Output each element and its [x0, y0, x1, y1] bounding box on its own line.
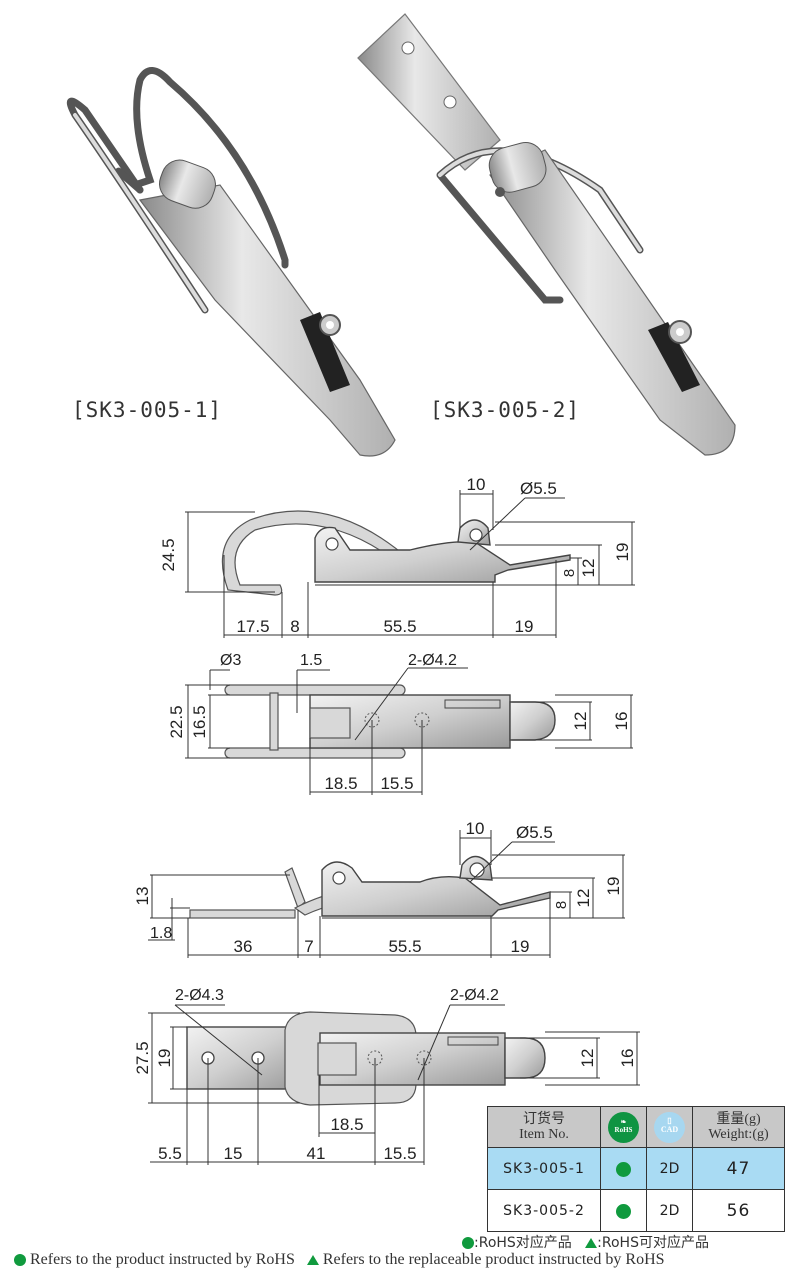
dim-15-5: 15.5 — [380, 774, 413, 793]
dim-55-5: 55.5 — [388, 937, 421, 956]
product-photo-sk3-005-1 — [66, 67, 396, 457]
dim-12: 12 — [574, 889, 593, 908]
rohs-leaf-icon: ❧RoHS — [608, 1111, 639, 1143]
drawing-1-side-view: 24.5 10 Ø5.5 8 12 19 17.5 8 55.5 19 — [159, 475, 635, 638]
dim-hole-dia: Ø5.5 — [516, 823, 553, 842]
dim-55-5: 55.5 — [383, 617, 416, 636]
header-weight-cn: 重量(g) — [716, 1112, 761, 1127]
product-label-1: [SK3-005-1] — [72, 398, 223, 422]
drawing-2-side-view: 13 1.8 10 Ø5.5 8 12 19 36 7 55.5 19 — [133, 819, 625, 958]
dim-27-5: 27.5 — [133, 1041, 152, 1074]
dim-10: 10 — [467, 475, 486, 494]
dim-16: 16 — [618, 1049, 637, 1068]
header-weight-en: Weight:(g) — [708, 1127, 769, 1142]
triangle-icon — [585, 1238, 598, 1248]
dim-16-5: 16.5 — [190, 705, 209, 738]
dim-36: 36 — [234, 937, 253, 956]
cell-cad: 2D — [646, 1189, 693, 1232]
cad-file-icon: ▯CAD — [654, 1111, 685, 1143]
cell-weight: 47 — [692, 1147, 785, 1190]
header-rohs: ❧RoHS — [600, 1106, 647, 1148]
legend-cn: :RoHS对应产品 :RoHS可对应产品 — [462, 1232, 709, 1252]
product-label-2: [SK3-005-2] — [430, 398, 581, 422]
cell-item: SK3-005-2 — [487, 1189, 601, 1232]
dim-1-8: 1.8 — [150, 925, 172, 942]
dim-19-h: 19 — [613, 543, 632, 562]
dim-15: 15 — [224, 1144, 243, 1163]
circle-icon — [462, 1237, 474, 1249]
dim-holes-4-3: 2-Ø4.3 — [175, 987, 224, 1004]
dim-19-w: 19 — [515, 617, 534, 636]
cell-cad: 2D — [646, 1147, 693, 1190]
dim-holes-4-2: 2-Ø4.2 — [408, 652, 457, 669]
dim-7: 7 — [304, 937, 313, 956]
drawing-1-top-view: Ø3 1.5 2-Ø4.2 22.5 16.5 12 16 18.5 15.5 — [167, 652, 633, 795]
cell-rohs — [600, 1189, 647, 1232]
cell-rohs — [600, 1147, 647, 1190]
product-photo-sk3-005-2 — [357, 13, 736, 456]
dim-5-5: 5.5 — [158, 1144, 182, 1163]
circle-icon — [14, 1254, 26, 1267]
header-weight: 重量(g) Weight:(g) — [692, 1106, 785, 1148]
dim-holes-4-2: 2-Ø4.2 — [450, 987, 499, 1004]
cell-weight: 56 — [692, 1189, 785, 1232]
dim-18-5: 18.5 — [330, 1115, 363, 1134]
dim-8: 8 — [561, 569, 578, 577]
dim-17-5: 17.5 — [236, 617, 269, 636]
header-cad: ▯CAD — [646, 1106, 693, 1148]
dim-13: 13 — [133, 887, 152, 906]
cell-item: SK3-005-1 — [487, 1147, 601, 1190]
spec-table: 订货号 Item No. ❧RoHS ▯CAD 重量(g) Weight:(g)… — [487, 1106, 785, 1232]
product-photos — [66, 13, 736, 457]
dim-hole-dia: Ø5.5 — [520, 479, 557, 498]
header-item-cn: 订货号 — [523, 1111, 565, 1127]
dim-8: 8 — [553, 901, 570, 909]
dim-19-w: 19 — [511, 937, 530, 956]
triangle-icon — [306, 1255, 319, 1266]
dim-wire-dia: Ø3 — [220, 652, 241, 669]
table-row: SK3-005-1 2D 47 — [487, 1147, 785, 1190]
header-item-no: 订货号 Item No. — [487, 1106, 601, 1148]
dim-1-5: 1.5 — [300, 652, 322, 669]
dim-10: 10 — [466, 819, 485, 838]
header-item-en: Item No. — [519, 1127, 569, 1142]
rohs-dot-icon — [616, 1204, 631, 1219]
drawing-2-top-view: 2-Ø4.3 2-Ø4.2 27.5 19 12 16 18.5 5.5 15 … — [133, 987, 640, 1165]
dim-15-5: 15.5 — [383, 1144, 416, 1163]
dim-22-5: 22.5 — [167, 705, 186, 738]
dim-18-5: 18.5 — [324, 774, 357, 793]
dim-12: 12 — [578, 1049, 597, 1068]
table-row: SK3-005-2 2D 56 — [487, 1189, 785, 1232]
dim-41: 41 — [307, 1144, 326, 1163]
dim-12: 12 — [571, 712, 590, 731]
table-header-row: 订货号 Item No. ❧RoHS ▯CAD 重量(g) Weight:(g) — [487, 1106, 785, 1148]
dim-8-w: 8 — [290, 617, 299, 636]
dim-12: 12 — [579, 559, 598, 578]
dim-19-h: 19 — [604, 877, 623, 896]
rohs-dot-icon — [616, 1162, 631, 1177]
dim-16: 16 — [612, 712, 631, 731]
dim-19: 19 — [155, 1049, 174, 1068]
dim-24-5: 24.5 — [159, 538, 178, 571]
legend-en: Refers to the product instructed by RoHS… — [14, 1251, 665, 1269]
